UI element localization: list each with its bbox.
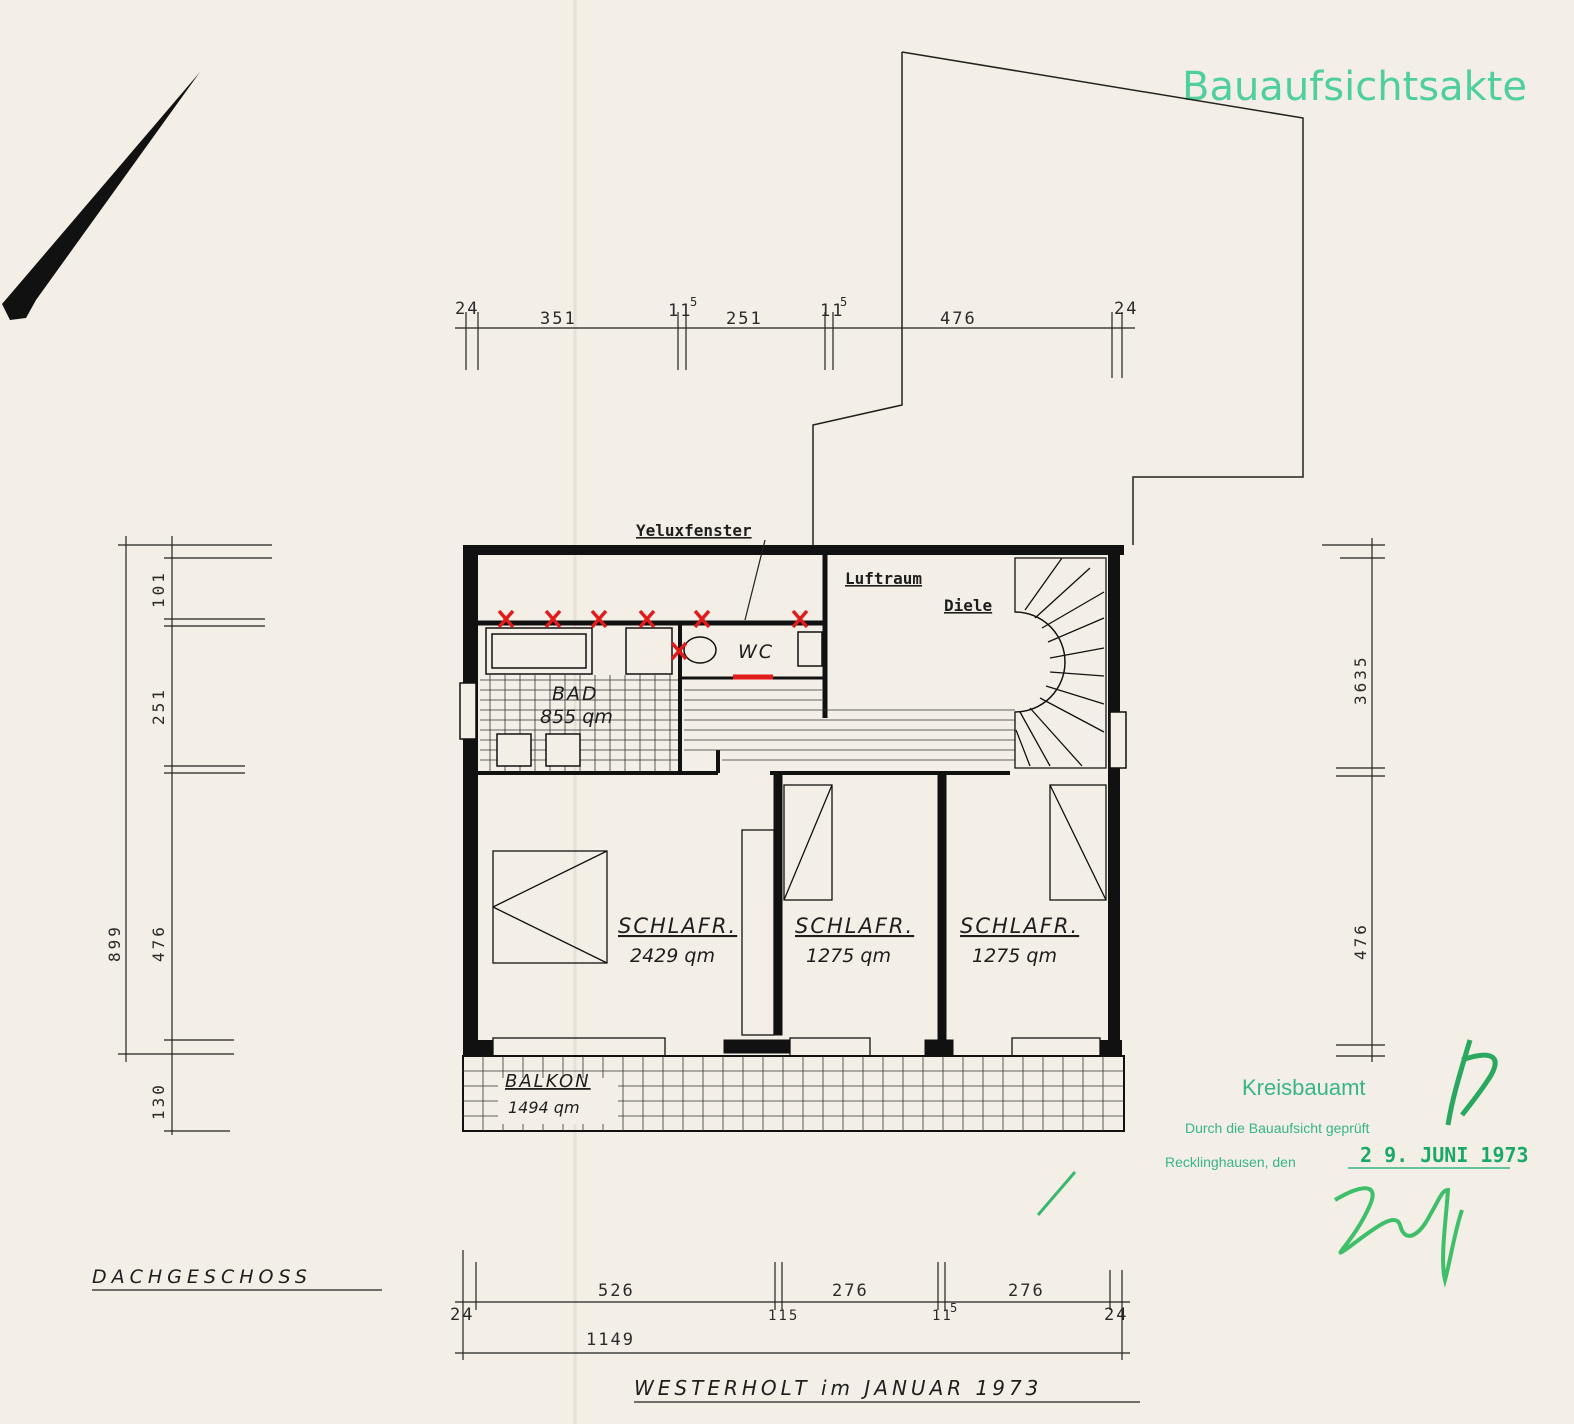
dim-left-1: 101 (149, 570, 168, 608)
bedroom-3-label: SCHLAFR. (960, 914, 1079, 938)
dim-bottom-5: 11 (932, 1308, 953, 1324)
dim-top-3-sup: 5 (690, 295, 699, 309)
dim-top-7: 24 (1114, 299, 1138, 319)
dim-bottom-2: 526 (598, 1281, 635, 1301)
green-tick (1036, 1171, 1077, 1216)
stamp-date: 2 9. JUNI 1973 (1360, 1143, 1529, 1167)
bad-area: 855 qm (540, 706, 613, 728)
dim-top-3: 11 (668, 301, 692, 321)
site-boundary (901, 51, 1304, 545)
north-arrow-icon (2, 72, 200, 320)
initials-mark (1445, 1039, 1498, 1126)
floor-title: DACHGESCHOSS (92, 1266, 312, 1288)
dim-left-4: 899 (105, 924, 124, 962)
dim-right-2: 476 (1351, 922, 1370, 960)
left-dimension-chain: 101 251 476 899 130 (105, 536, 272, 1135)
diele-label: Diele (944, 596, 992, 615)
dim-top-6: 476 (940, 309, 977, 329)
wc-label: WC (738, 641, 774, 663)
dim-bottom-3: 115 (768, 1308, 799, 1324)
stamp-line-1: Durch die Bauaufsicht geprüft (1185, 1120, 1370, 1136)
top-dimension-chain: 24 351 11 5 251 11 5 476 24 (455, 295, 1138, 378)
luftraum-label: Luftraum (845, 569, 922, 588)
corridor-floor (684, 689, 1015, 761)
bedroom-1-area: 2429 qm (630, 945, 715, 967)
approval-stamp: Kreisbauamt Durch die Bauaufsicht geprüf… (1036, 1039, 1529, 1288)
bad-label: BAD (552, 683, 599, 705)
stamp-line-2: Recklinghausen, den (1165, 1154, 1296, 1170)
dim-left-3: 476 (149, 924, 168, 962)
bottom-dimension-chain: 24 526 115 276 11 5 276 24 1149 (450, 1250, 1130, 1360)
bedroom-2-area: 1275 qm (806, 945, 891, 967)
dim-top-4: 251 (726, 309, 763, 329)
exterior-walls (463, 545, 1124, 1056)
red-x-marks (497, 609, 809, 680)
dim-right-1: 3635 (1351, 654, 1370, 705)
archive-stamp: Bauaufsichtsakte (1182, 64, 1527, 110)
dim-left-2: 251 (149, 687, 168, 725)
velux-leader-line (744, 539, 766, 621)
bedroom-2-label: SCHLAFR. (795, 914, 914, 938)
bedroom-1-label: SCHLAFR. (618, 914, 737, 938)
dim-top-2: 351 (540, 309, 577, 329)
dim-bottom-4: 276 (832, 1281, 869, 1301)
bedroom-furniture (492, 784, 1107, 1057)
dim-bottom-5-sup: 5 (950, 1301, 959, 1315)
roof-outline (812, 52, 903, 545)
balcony (462, 1055, 1125, 1132)
dim-bottom-total: 1149 (586, 1330, 635, 1350)
dim-top-1: 24 (455, 299, 479, 319)
staircase (1014, 557, 1107, 769)
velux-window-label: Yeluxfenster (636, 521, 752, 540)
right-dimension-chain: 3635 476 (1322, 538, 1385, 1062)
dim-top-5: 11 (820, 301, 844, 321)
dim-bottom-7: 24 (1104, 1305, 1128, 1325)
dim-bottom-6: 276 (1008, 1281, 1045, 1301)
place-date-title: WESTERHOLT im JANUAR 1973 (634, 1376, 1042, 1400)
dim-left-5: 130 (149, 1082, 168, 1120)
bathroom-fixtures (459, 627, 1127, 769)
bedroom-3-area: 1275 qm (972, 945, 1057, 967)
dim-top-5-sup: 5 (840, 295, 849, 309)
balkon-label: BALKON (505, 1071, 591, 1092)
dim-bottom-1: 24 (450, 1305, 474, 1325)
stamp-office: Kreisbauamt (1242, 1075, 1366, 1100)
signature (1333, 1186, 1464, 1288)
balkon-area: 1494 qm (508, 1098, 580, 1117)
